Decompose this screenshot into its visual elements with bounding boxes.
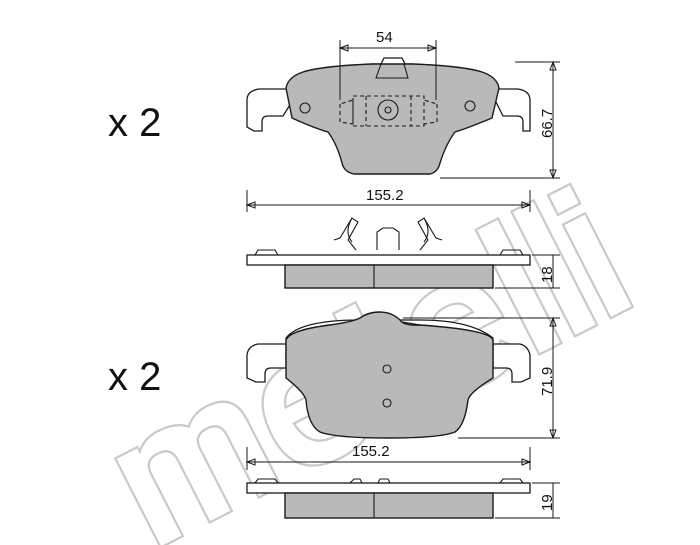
rear-side-friction-material bbox=[284, 492, 494, 519]
front-length-dimension-value: 155.2 bbox=[366, 187, 404, 204]
front-pad-side-view: 18 bbox=[246, 217, 560, 289]
front-side-friction-material bbox=[284, 264, 494, 289]
rear-pad-side-view: 19 bbox=[246, 478, 560, 519]
front-anti-rattle-spring bbox=[333, 217, 443, 251]
rear-friction-material bbox=[285, 311, 494, 439]
front-center-stud-core bbox=[384, 106, 392, 114]
rear-side-backing-plate bbox=[246, 482, 531, 494]
front-height-dimension-value: 66.7 bbox=[539, 109, 556, 138]
front-length-dimension: 155.2 bbox=[245, 187, 532, 212]
front-height-dimension: 66.7 bbox=[440, 60, 560, 180]
front-width-dimension-value: 54 bbox=[376, 29, 393, 46]
front-quantity-label: x 2 bbox=[108, 101, 161, 145]
rear-height-dimension: 71.9 bbox=[403, 316, 560, 440]
rear-indicator-hole-bottom bbox=[382, 398, 392, 408]
rear-length-dimension-value: 155.2 bbox=[352, 443, 390, 460]
front-thickness-dimension: 18 bbox=[495, 254, 560, 289]
rear-height-dimension-value: 71.9 bbox=[539, 367, 556, 396]
rear-side-ears bbox=[254, 478, 524, 484]
rear-pad-face-view: 71.9 155.2 bbox=[245, 311, 560, 470]
rear-thickness-dimension: 19 bbox=[495, 482, 560, 519]
front-spring-hooks bbox=[347, 217, 429, 243]
front-width-dimension: 54 bbox=[338, 29, 438, 100]
rear-quantity-label: x 2 bbox=[108, 355, 161, 399]
front-mounting-hole-left bbox=[299, 102, 311, 114]
front-thickness-dimension-value: 18 bbox=[539, 266, 556, 283]
front-wear-sensor-lug bbox=[375, 63, 409, 79]
front-wear-indicator-outline bbox=[339, 95, 438, 127]
front-pad-face-view: 54 66.7 155.2 bbox=[245, 29, 560, 212]
front-center-stud bbox=[377, 99, 399, 121]
rear-thickness-dimension-value: 19 bbox=[539, 494, 556, 511]
front-side-ears bbox=[254, 249, 524, 256]
front-spring-clip bbox=[376, 227, 400, 250]
front-side-backing-plate bbox=[246, 254, 531, 266]
rear-length-dimension: 155.2 bbox=[245, 443, 532, 470]
rear-indicator-hole-top bbox=[382, 364, 392, 374]
front-mounting-hole-right bbox=[464, 100, 476, 112]
